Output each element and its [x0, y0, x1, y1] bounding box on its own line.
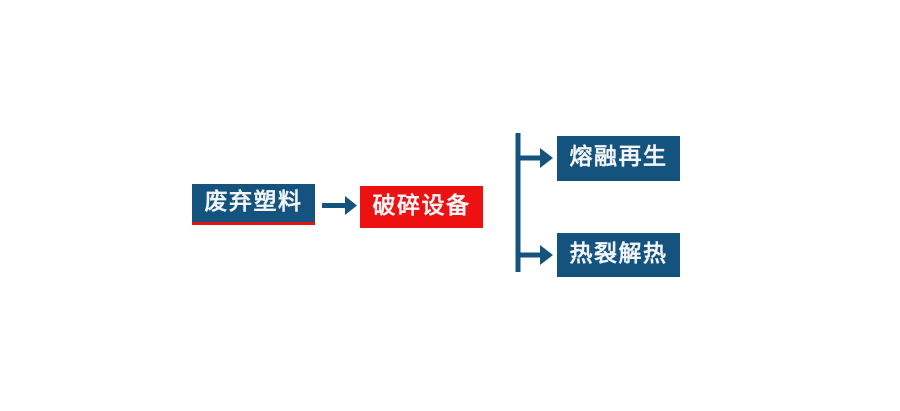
node-melt-regeneration-label: 熔融再生 [569, 144, 668, 170]
node-pyrolysis-label: 热裂解热 [569, 240, 668, 267]
node-waste-plastic-label: 废弃塑料 [204, 188, 303, 215]
node-crusher[interactable]: 破碎设备 [360, 186, 483, 228]
arrow-waste-to-crusher-icon [322, 196, 357, 215]
node-pyrolysis[interactable]: 热裂解热 [557, 233, 680, 277]
node-crusher-label: 破碎设备 [372, 192, 471, 219]
node-waste-plastic[interactable]: 废弃塑料 [192, 184, 315, 225]
arrow-branch-bottom-icon [518, 245, 553, 265]
node-melt-regeneration[interactable]: 熔融再生 [557, 136, 680, 181]
arrow-branch-top-icon [518, 148, 553, 168]
